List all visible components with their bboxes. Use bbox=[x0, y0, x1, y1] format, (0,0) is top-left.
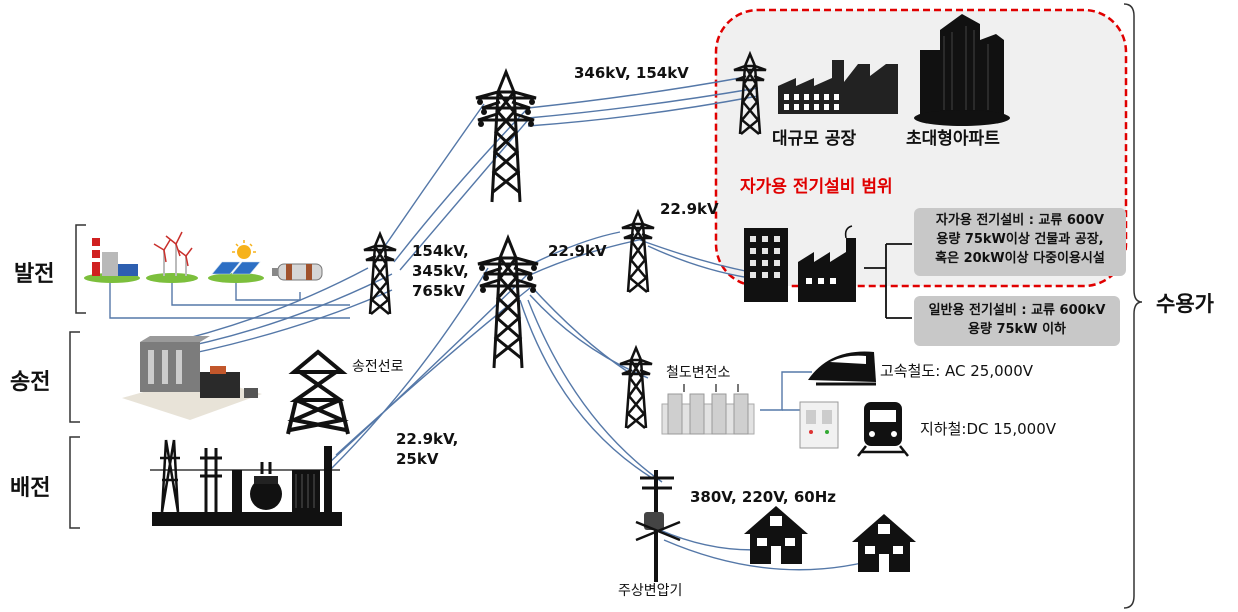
generator-icon bbox=[272, 263, 323, 281]
distribution-tower-voltage: 22.9kV bbox=[548, 242, 607, 260]
rail-cabinet-icon bbox=[799, 401, 839, 449]
general-note-line-2: 용량 75kW 이하 bbox=[968, 322, 1066, 337]
transmission-voltage-3: 765kV bbox=[412, 282, 465, 300]
general-equipment-note: 일반용 전기설비 : 교류 600kV 용량 75kW 이하 bbox=[914, 296, 1120, 346]
transmission-voltage-1: 154kV, bbox=[412, 242, 469, 260]
branch-tower-icon bbox=[620, 210, 656, 294]
consumer-brace bbox=[1123, 3, 1143, 609]
private-note-line-2: 용량 75kW이상 건물과 공장, bbox=[936, 232, 1104, 247]
office-building-icon bbox=[744, 228, 788, 302]
private-scope-title: 자가용 전기설비 범위 bbox=[740, 177, 893, 197]
utility-pole-icon bbox=[635, 470, 681, 582]
distribution-voltage-1: 22.9kV, bbox=[396, 430, 459, 448]
transmission-line-tower-icon bbox=[286, 349, 350, 435]
private-note-line-3: 혹은 20kW이상 다중이용시설 bbox=[935, 251, 1105, 266]
large-factory-label: 대규모 공장 bbox=[772, 129, 857, 149]
branch-tower-voltage: 22.9kV bbox=[660, 200, 719, 218]
stage-brackets bbox=[69, 224, 86, 529]
railway-tower-icon bbox=[618, 346, 654, 430]
high-speed-rail-label: 고속철도: AC 25,000V bbox=[880, 362, 1034, 380]
high-speed-train-icon bbox=[808, 351, 876, 386]
house-icon-1 bbox=[744, 506, 808, 564]
private-note-line-1: 자가용 전기설비 : 교류 600V bbox=[935, 213, 1105, 228]
general-note-line-1: 일반용 전기설비 : 교류 600kV bbox=[928, 303, 1106, 318]
consumer-label: 수용가 bbox=[1156, 292, 1214, 316]
railway-substation-label: 철도변전소 bbox=[666, 365, 731, 381]
power-lines bbox=[109, 77, 889, 571]
transmission-substation-icon bbox=[122, 336, 262, 420]
house-icon-2 bbox=[852, 514, 916, 572]
distribution-substation-icon bbox=[150, 439, 342, 526]
thermal-plant-icon bbox=[84, 238, 140, 283]
stage-transmission-label: 송전 bbox=[10, 370, 51, 395]
subway-label: 지하철:DC 15,000V bbox=[920, 420, 1056, 438]
railway-substation-icon bbox=[661, 384, 755, 435]
private-equipment-note: 자가용 전기설비 : 교류 600V 용량 75kW이상 건물과 공장, 혹은 … bbox=[914, 208, 1126, 276]
generation-icons bbox=[84, 231, 323, 283]
distribution-voltage-2: 25kV bbox=[396, 450, 439, 468]
highrise-apartment-label: 초대형아파트 bbox=[906, 129, 1000, 149]
highrise-apartment-icon bbox=[914, 14, 1010, 126]
large-factory-icon bbox=[778, 60, 898, 114]
stage-generation-label: 발전 bbox=[14, 262, 55, 287]
pole-voltage: 380V, 220V, 60Hz bbox=[690, 488, 836, 506]
wind-turbine-icon bbox=[146, 231, 198, 283]
solar-panel-icon bbox=[208, 240, 264, 283]
top-line-voltage: 346kV, 154kV bbox=[574, 64, 689, 82]
pole-transformer-label: 주상변압기 bbox=[618, 583, 683, 599]
stage-distribution-label: 배전 bbox=[10, 476, 51, 501]
subway-train-icon bbox=[857, 402, 909, 457]
small-factory-icon bbox=[798, 225, 856, 302]
transmission-line-label: 송전선로 bbox=[352, 359, 404, 375]
main-transmission-pylon-icon bbox=[474, 70, 538, 204]
note-connectors bbox=[864, 243, 912, 319]
transmission-voltage-2: 345kV, bbox=[412, 262, 469, 280]
